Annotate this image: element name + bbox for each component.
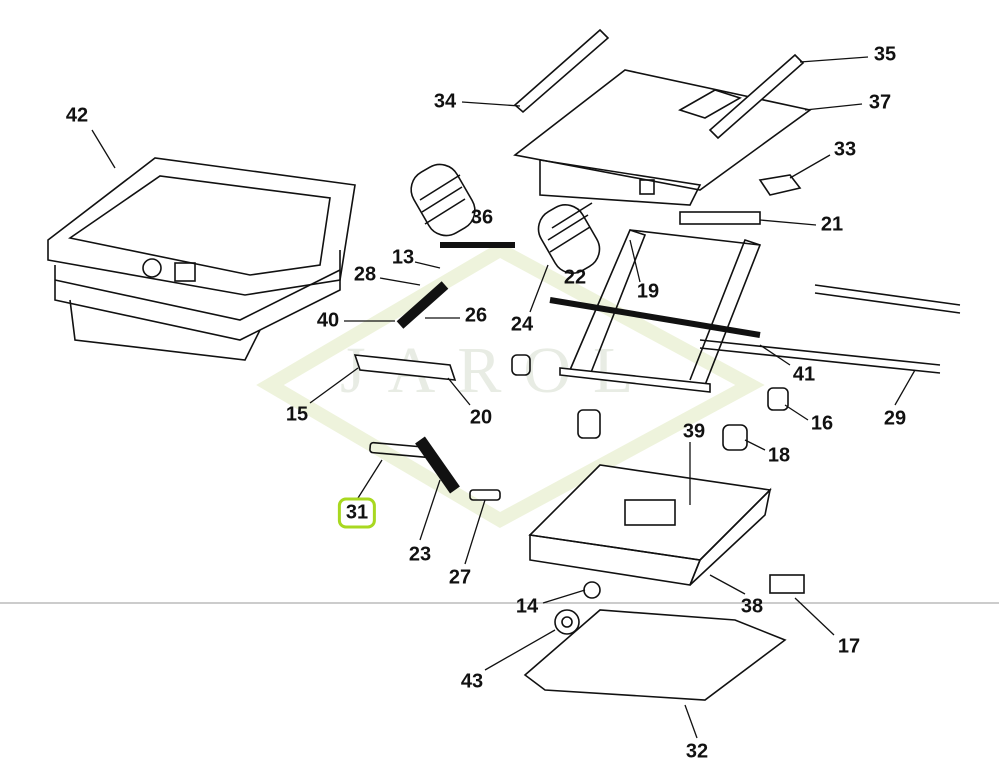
callout-part-40[interactable]: 40 [316, 309, 340, 332]
callout-part-16[interactable]: 16 [810, 412, 834, 435]
callout-part-28[interactable]: 28 [353, 263, 377, 286]
callout-part-35[interactable]: 35 [873, 43, 897, 66]
part-24-spring [537, 202, 601, 274]
part-29-rod [814, 284, 961, 314]
callout-part-32[interactable]: 32 [685, 740, 709, 763]
part-41-rod [699, 339, 941, 374]
callout-part-34[interactable]: 34 [433, 90, 457, 113]
callout-part-24[interactable]: 24 [510, 313, 534, 336]
callout-part-18[interactable]: 18 [767, 444, 791, 467]
part-bushing [511, 354, 601, 439]
part-26-shaft [396, 281, 449, 329]
part-23-arm [415, 436, 460, 494]
part-spring-left [410, 163, 476, 237]
callout-part-43[interactable]: 43 [460, 670, 484, 693]
callout-part-22[interactable]: 22 [563, 266, 587, 289]
leader-lines [91, 56, 916, 739]
part-21-bar [679, 211, 761, 225]
part-18-bushing [722, 424, 748, 451]
callout-part-41[interactable]: 41 [792, 363, 816, 386]
callout-part-33[interactable]: 33 [833, 138, 857, 161]
part-38-base [528, 464, 772, 586]
part-19-scissor-frame [549, 229, 762, 393]
callout-part-23[interactable]: 23 [408, 543, 432, 566]
callout-part-13[interactable]: 13 [391, 246, 415, 269]
callout-part-42[interactable]: 42 [65, 104, 89, 127]
part-32-plate [523, 609, 787, 701]
callout-part-27[interactable]: 27 [448, 566, 472, 589]
part-42-bellows [47, 157, 356, 361]
watermark-diamond [256, 241, 765, 529]
callout-part-19[interactable]: 19 [636, 280, 660, 303]
callout-part-38[interactable]: 38 [740, 595, 764, 618]
part-35-rail [708, 53, 805, 140]
part-33-bracket [758, 174, 802, 196]
callout-part-39[interactable]: 39 [682, 420, 706, 443]
callout-part-29[interactable]: 29 [883, 407, 907, 430]
callout-part-31[interactable]: 31 [337, 497, 377, 529]
callout-part-37[interactable]: 37 [868, 91, 892, 114]
part-15-20-link [353, 354, 457, 381]
callout-part-17[interactable]: 17 [837, 635, 861, 658]
part-14-washer [583, 581, 601, 599]
callout-part-36[interactable]: 36 [470, 206, 494, 229]
callout-part-21[interactable]: 21 [820, 213, 844, 236]
part-17-block [769, 574, 805, 594]
callout-part-26[interactable]: 26 [464, 304, 488, 327]
part-43-knob [554, 609, 580, 635]
callout-part-20[interactable]: 20 [469, 406, 493, 429]
callout-part-14[interactable]: 14 [515, 595, 539, 618]
callout-part-15[interactable]: 15 [285, 403, 309, 426]
part-34-rail [513, 28, 610, 114]
part-16-bushing [767, 387, 789, 411]
